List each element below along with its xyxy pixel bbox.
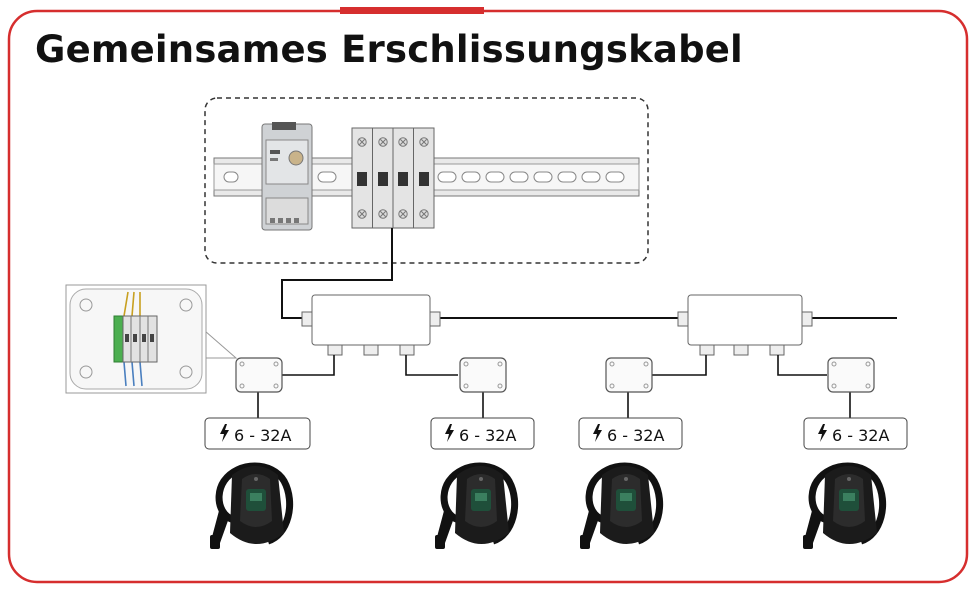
accent-bar bbox=[340, 7, 484, 14]
current-label-text: 6 - 32A bbox=[234, 426, 291, 445]
current-label-text: 6 - 32A bbox=[607, 426, 664, 445]
current-label: 6 - 32A bbox=[204, 417, 311, 450]
wallbox-charger bbox=[210, 466, 290, 549]
cabinet-outline bbox=[204, 97, 649, 264]
junction-box bbox=[301, 294, 441, 356]
connection-box bbox=[459, 357, 507, 393]
current-label: 6 - 32A bbox=[430, 417, 535, 450]
wallbox-charger bbox=[803, 466, 883, 549]
current-label: 6 - 32A bbox=[803, 417, 908, 450]
connection-box bbox=[235, 357, 283, 393]
wallbox-charger bbox=[435, 466, 515, 549]
page-title: Gemeinsames Erschlissungskabel bbox=[35, 28, 743, 71]
connection-box bbox=[827, 357, 875, 393]
current-label: 6 - 32A bbox=[578, 417, 683, 450]
energy-meter bbox=[261, 122, 313, 231]
supply-cable bbox=[281, 228, 897, 319]
junction-box bbox=[677, 294, 813, 356]
current-label-text: 6 - 32A bbox=[459, 426, 516, 445]
current-label-text: 6 - 32A bbox=[832, 426, 889, 445]
circuit-breaker bbox=[351, 127, 435, 229]
connection-box bbox=[605, 357, 653, 393]
wiring-detail-box bbox=[65, 284, 238, 394]
wallbox-charger bbox=[580, 466, 660, 549]
